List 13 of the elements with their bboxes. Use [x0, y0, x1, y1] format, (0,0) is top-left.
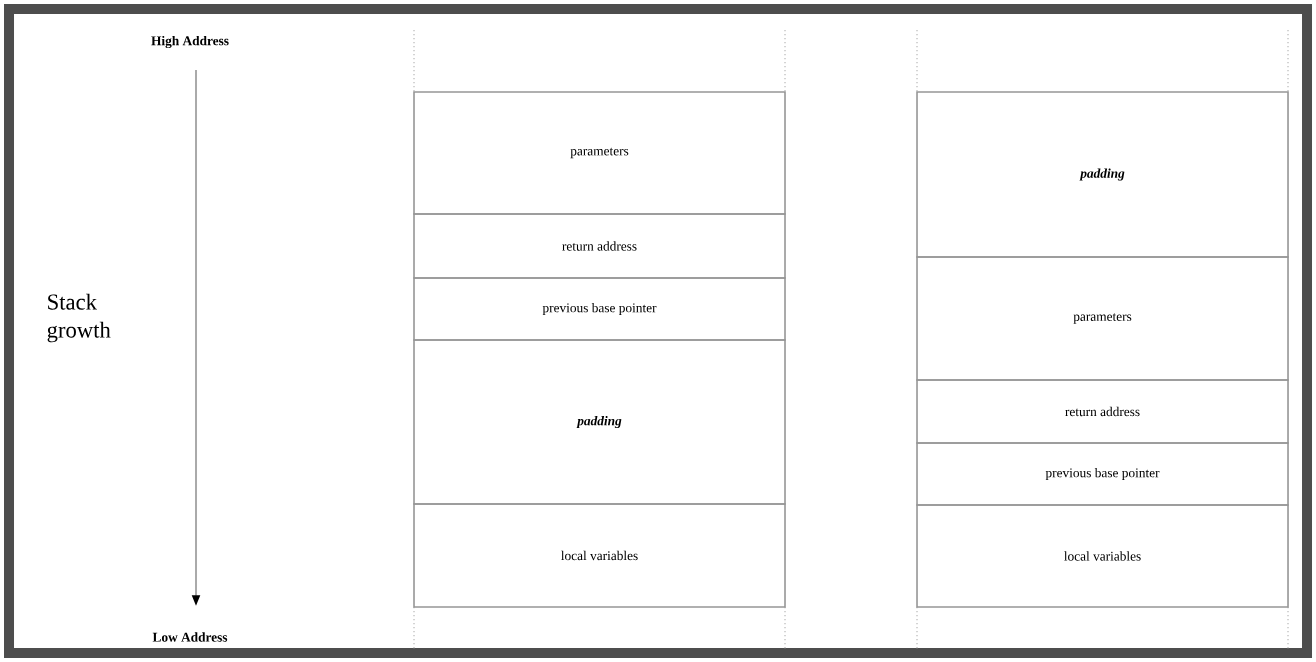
stack-cell: return address: [916, 379, 1289, 444]
stack-cell: previous base pointer: [916, 442, 1289, 506]
stack-cell: local variables: [413, 503, 786, 608]
stack-cell: padding: [413, 339, 786, 505]
stack-cell: parameters: [413, 91, 786, 215]
stack-cell: local variables: [916, 504, 1289, 608]
address-label: Low Address: [152, 632, 228, 642]
stack-cell: padding: [916, 91, 1289, 258]
stack-cell: parameters: [916, 256, 1289, 381]
axis-label: Stack growth: [47, 293, 111, 343]
stack-cell: return address: [413, 213, 786, 279]
stack-cell: previous base pointer: [413, 277, 786, 341]
address-label: High Address: [151, 35, 229, 49]
